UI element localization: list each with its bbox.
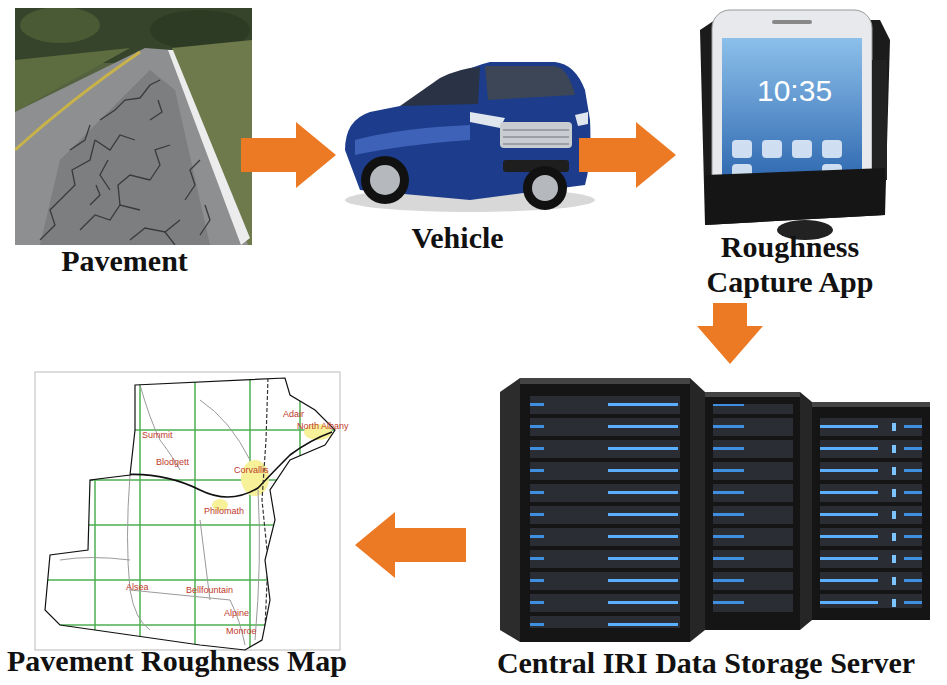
image-node: Roughness Capture App [680,4,900,299]
phone-in-holder [700,10,890,240]
place-label: Blodgett [156,458,189,467]
node-caption: Pavement Roughness Map [5,644,349,679]
flow-arrow [697,303,763,364]
place-label: Monroe [226,627,257,636]
county-map [35,372,340,650]
place-label: Adair [283,410,304,419]
node-caption: Roughness Capture App [682,230,898,299]
image-node: Central IRI Data Storage Server [470,368,942,681]
server-racks [500,378,930,642]
place-label: Philomath [204,507,244,516]
node-caption: Vehicle [342,221,573,256]
node-caption: Pavement [14,244,235,279]
image-node: Vehicle [340,25,575,256]
place-label: North Albany [297,422,349,431]
place-label: Corvallis [234,466,269,475]
flow-arrow [579,122,676,188]
place-label: Alpine [224,609,249,618]
place-label: Summit [142,431,173,440]
node-caption: Central IRI Data Storage Server [472,646,940,681]
place-label: Alsea [126,583,149,592]
image-node: Pavement [12,8,237,279]
flow-arrow [355,512,466,578]
clock-label: 10:35 [757,76,832,106]
flow-arrow [241,122,336,188]
car-picture [345,62,595,212]
place-label: Bellfountain [186,586,233,595]
pavement-photo [15,8,252,245]
